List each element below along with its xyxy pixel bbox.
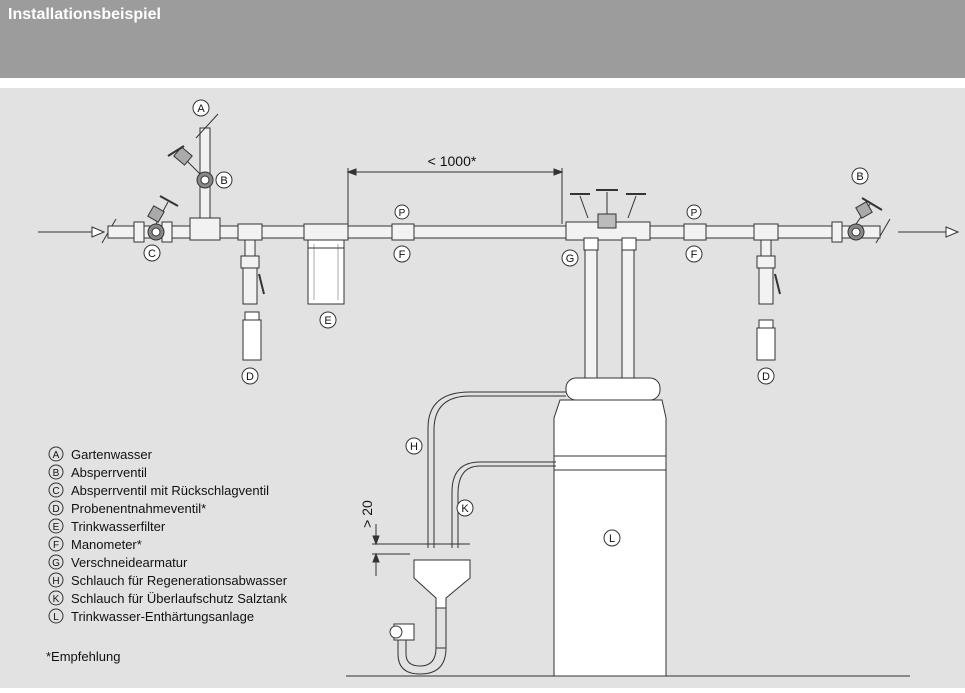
sample-valve-right xyxy=(753,223,781,361)
svg-text:H: H xyxy=(52,576,59,587)
valve-c-shutoff-nonreturn xyxy=(133,195,179,243)
legend-item-e: E Trinkwasserfilter xyxy=(48,518,166,534)
marker-f-left: F xyxy=(393,245,411,263)
marker-b-right: B xyxy=(851,167,869,185)
marker-d-left: D xyxy=(241,367,259,385)
svg-text:L: L xyxy=(609,533,615,545)
dimension-distance: < 1000* xyxy=(346,153,564,224)
marker-p-left: P xyxy=(394,204,410,220)
legend-item-c: C Absperrventil mit Rückschlagventil xyxy=(48,482,269,498)
marker-k: K xyxy=(456,499,474,517)
svg-text:F: F xyxy=(691,249,698,261)
svg-text:Verschneidearmatur: Verschneidearmatur xyxy=(71,555,188,570)
svg-text:A: A xyxy=(197,103,205,115)
svg-text:C: C xyxy=(52,486,59,497)
marker-f-right: F xyxy=(685,245,703,263)
pipe-break-right xyxy=(875,218,891,244)
marker-b-left: B xyxy=(215,171,233,189)
legend-item-d: D Probenentnahmeventil* xyxy=(48,500,206,516)
page-title: Installationsbeispiel xyxy=(8,6,161,23)
legend-item-g: G Verschneidearmatur xyxy=(48,554,188,570)
header-bar: Installationsbeispiel xyxy=(0,0,965,78)
manometer-right xyxy=(683,223,707,241)
svg-text:L: L xyxy=(53,612,59,623)
water-softener xyxy=(553,377,667,677)
installation-diagram: < 1000* > 20 A B xyxy=(0,88,965,688)
valve-b-right xyxy=(831,197,883,243)
outflow-arrow xyxy=(898,226,960,238)
manometer-left xyxy=(391,223,415,241)
svg-text:Trinkwasserfilter: Trinkwasserfilter xyxy=(71,519,166,534)
svg-text:G: G xyxy=(52,558,60,569)
drain-funnel xyxy=(372,543,471,675)
diagram-canvas: < 1000* > 20 A B xyxy=(38,99,960,677)
svg-text:D: D xyxy=(52,504,59,515)
marker-a: A xyxy=(192,99,210,117)
svg-text:K: K xyxy=(461,503,469,515)
svg-text:E: E xyxy=(53,522,60,533)
sample-valve-left xyxy=(237,223,265,361)
hose-regeneration xyxy=(427,391,566,548)
svg-text:D: D xyxy=(246,371,254,383)
svg-text:D: D xyxy=(762,371,770,383)
svg-text:H: H xyxy=(410,441,418,453)
legend-item-h: H Schlauch für Regenerationsabwasser xyxy=(48,572,288,588)
svg-text:B: B xyxy=(220,175,227,187)
svg-text:G: G xyxy=(566,253,575,265)
svg-text:Probenentnahmeventil*: Probenentnahmeventil* xyxy=(71,501,206,516)
svg-text:A: A xyxy=(53,450,60,461)
blending-valve-g xyxy=(565,189,651,251)
svg-text:P: P xyxy=(399,208,406,219)
marker-h: H xyxy=(405,437,423,455)
drinking-water-filter xyxy=(303,223,349,305)
svg-text:Absperrventil mit Rückschlagve: Absperrventil mit Rückschlagventil xyxy=(71,483,269,498)
marker-p-right: P xyxy=(686,204,702,220)
svg-text:Gartenwasser: Gartenwasser xyxy=(71,447,153,462)
legend-item-k: K Schlauch für Überlaufschutz Salztank xyxy=(48,590,288,606)
svg-text:Schlauch für Überlaufschutz Sa: Schlauch für Überlaufschutz Salztank xyxy=(71,591,288,606)
legend-item-l: L Trinkwasser-Enthärtungsanlage xyxy=(48,608,254,624)
marker-l: L xyxy=(603,529,621,547)
marker-d-right: D xyxy=(757,367,775,385)
svg-text:Schlauch für Regenerationsabwa: Schlauch für Regenerationsabwasser xyxy=(71,573,288,588)
marker-g: G xyxy=(561,249,579,267)
svg-text:Manometer*: Manometer* xyxy=(71,537,142,552)
svg-text:F: F xyxy=(53,540,59,551)
svg-text:B: B xyxy=(53,468,60,479)
svg-text:Absperrventil: Absperrventil xyxy=(71,465,147,480)
softener-pipes xyxy=(584,249,635,379)
legend-footnote: *Empfehlung xyxy=(46,649,120,664)
legend-item-f: F Manometer* xyxy=(48,536,142,552)
legend-item-a: A Gartenwasser xyxy=(48,446,153,462)
dimension-gap-label: > 20 xyxy=(359,500,375,528)
svg-text:Trinkwasser-Enthärtungsanlage: Trinkwasser-Enthärtungsanlage xyxy=(71,609,254,624)
svg-text:B: B xyxy=(856,171,863,183)
svg-text:F: F xyxy=(399,249,406,261)
garden-water-branch-a xyxy=(167,113,221,241)
marker-labels: A B C P F E D G P F D B H K L xyxy=(143,99,869,547)
svg-text:E: E xyxy=(324,315,331,327)
legend: A Gartenwasser B Absperrventil C Absperrven… xyxy=(46,446,288,664)
inflow-arrow xyxy=(38,226,106,238)
dimension-gap: > 20 xyxy=(359,500,410,576)
hose-overflow xyxy=(451,461,556,548)
svg-text:K: K xyxy=(53,594,60,605)
legend-item-b: B Absperrventil xyxy=(48,464,147,480)
svg-text:P: P xyxy=(691,208,698,219)
marker-e: E xyxy=(319,311,337,329)
dimension-label: < 1000* xyxy=(428,153,477,169)
marker-c: C xyxy=(143,244,161,262)
svg-text:C: C xyxy=(148,248,156,260)
